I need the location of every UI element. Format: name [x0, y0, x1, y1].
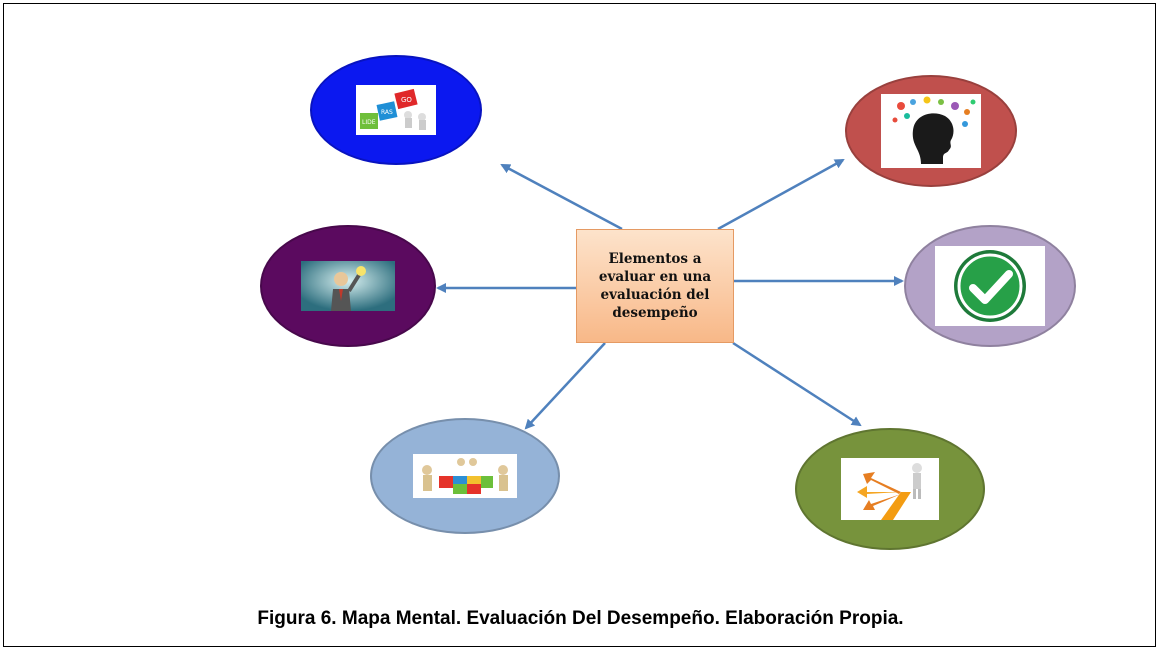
central-topic-line-3: evaluación del	[600, 287, 710, 303]
lightbulb-idea-icon	[301, 261, 395, 311]
central-topic-line-1: Elementos a	[608, 251, 702, 267]
node-bottom-left	[370, 418, 560, 534]
go-blocks-icon: LIDE RAS GO	[356, 85, 436, 135]
arrow-to-top-right	[717, 158, 845, 231]
checkmark-icon	[935, 246, 1045, 326]
node-bottom-right	[795, 428, 985, 550]
figure-caption: Figura 6. Mapa Mental. Evaluación Del De…	[257, 608, 904, 629]
crossroads-arrows-icon	[841, 458, 939, 520]
arrow-to-bottom-right	[732, 341, 862, 427]
head-ideas-icon	[881, 94, 981, 168]
node-middle-left	[260, 225, 436, 347]
central-topic-line-2: evaluar en una	[598, 269, 712, 285]
puzzle-teamwork-icon	[413, 454, 517, 498]
svg-text:LIDE: LIDE	[362, 119, 376, 126]
node-middle-right	[904, 225, 1076, 347]
node-top-right	[845, 75, 1017, 187]
arrow-to-bottom-left	[524, 342, 606, 430]
svg-text:RAS: RAS	[381, 109, 393, 116]
arrow-to-top-left	[500, 163, 623, 231]
central-topic-text: Elementos a evaluar en una evaluación de…	[599, 250, 711, 322]
svg-text:GO: GO	[401, 96, 412, 104]
figure-frame	[3, 3, 1156, 647]
node-top-left: LIDE RAS GO	[310, 55, 482, 165]
central-topic-line-4: desempeño	[612, 305, 698, 321]
central-topic-box: Elementos a evaluar en una evaluación de…	[576, 229, 734, 343]
